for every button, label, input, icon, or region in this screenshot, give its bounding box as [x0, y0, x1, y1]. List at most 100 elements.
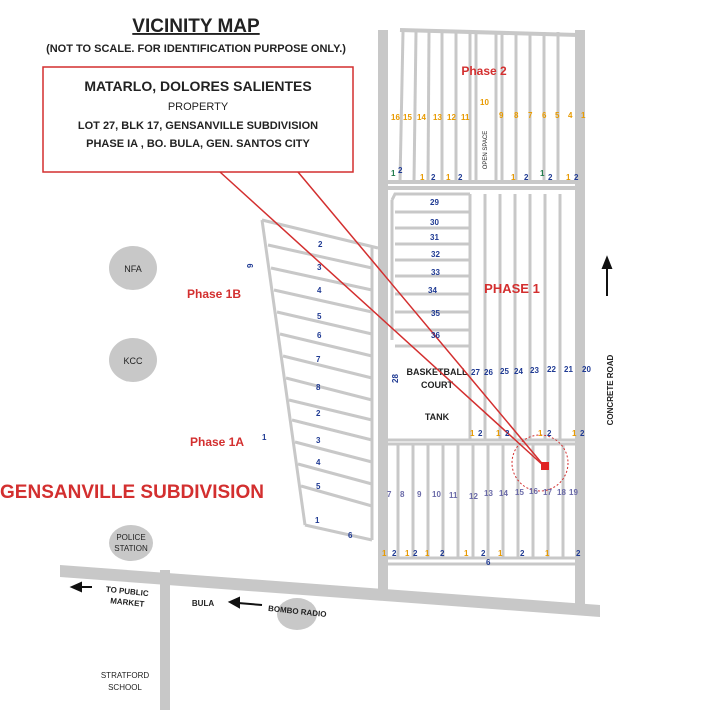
stratford-label-2: SCHOOL [108, 683, 142, 692]
concrete-road-label: CONCRETE ROAD [606, 354, 615, 425]
lot-number: 8 [316, 383, 321, 392]
lot-number: 2 [440, 549, 445, 558]
lot-number: 5 [555, 111, 560, 120]
lot-number: 22 [547, 365, 556, 374]
lot-number: 6 [486, 558, 491, 567]
lot-number: 2 [547, 429, 552, 438]
lot-number: 1 [382, 549, 387, 558]
owner-name: MATARLO, DOLORES SALIENTES [84, 78, 311, 94]
public-market-label-1: TO PUBLIC [105, 585, 149, 598]
lot-number: 6 [317, 331, 322, 340]
lot-number: 2 [520, 549, 525, 558]
police-label-1: POLICE [116, 533, 145, 542]
lot-number: 7 [316, 355, 321, 364]
lot-number: 1 [496, 429, 501, 438]
lot-number: 2 [458, 173, 463, 182]
lot-number: 1 [540, 169, 545, 178]
lot-number: 19 [569, 488, 578, 497]
lot-number: 12 [447, 113, 456, 122]
phase2-dividers [398, 31, 560, 183]
lot-number: 1 [470, 429, 475, 438]
lot-number: 3 [317, 263, 322, 272]
lot-number: 13 [484, 489, 493, 498]
map-title: VICINITY MAP [132, 16, 260, 37]
phase1a-label: Phase 1A [190, 435, 244, 449]
lot-number: 20 [582, 365, 591, 374]
lot-number: 4 [568, 111, 573, 120]
lot-number: 14 [417, 113, 426, 122]
lot-number: 16 [529, 487, 538, 496]
lot-number: 35 [431, 309, 440, 318]
lot-number: 14 [499, 489, 508, 498]
lot-number: 4 [317, 286, 322, 295]
lot-number: 15 [515, 488, 524, 497]
lot-number: 7 [387, 490, 392, 499]
lot-number: 23 [530, 366, 539, 375]
phase1b-label: Phase 1B [187, 287, 241, 301]
lot-number: 11 [449, 491, 458, 500]
lot-number: 1 [566, 173, 571, 182]
bula-label: BULA [192, 599, 214, 608]
kcc-label: KCC [123, 356, 143, 366]
lot-number: 6 [348, 531, 353, 540]
lot-number: 10 [432, 490, 441, 499]
lot-number: 36 [431, 331, 440, 340]
lot-number: 17 [543, 488, 552, 497]
lot-number: 2 [478, 429, 483, 438]
lot-number: 1 [572, 429, 577, 438]
lot-number: 16 [391, 113, 400, 122]
lot-number: 31 [430, 233, 439, 242]
property-box [42, 66, 354, 173]
lot-number: 32 [431, 250, 440, 259]
lot-number: 10 [480, 98, 489, 107]
phase1a-lots [386, 444, 580, 566]
lot-number: 9 [499, 111, 504, 120]
lot-number: 28 [391, 374, 400, 383]
main-road [60, 565, 600, 617]
lot-number: 1 [498, 549, 503, 558]
lot-number: 33 [431, 268, 440, 277]
lot-number: 1 [545, 549, 550, 558]
lot-number: 8 [514, 111, 519, 120]
lot-number: 5 [317, 312, 322, 321]
phase2-label: Phase 2 [461, 64, 507, 78]
lot-number: 5 [316, 482, 321, 491]
open-space-label: OPEN SPACE [483, 131, 489, 170]
lot-number: 2 [548, 173, 553, 182]
lot-number: 9 [246, 263, 255, 268]
phase2-lots [388, 28, 580, 190]
arrow-left-icon [69, 581, 82, 593]
lot-number: 25 [500, 367, 509, 376]
lot-number: 27 [471, 368, 480, 377]
kcc-marker [109, 338, 157, 382]
phase1-label: PHASE 1 [484, 281, 540, 296]
arrow-left-icon [237, 602, 263, 606]
tank-label: TANK [425, 412, 450, 422]
lot-number: 26 [484, 368, 493, 377]
side-road [160, 570, 170, 710]
lot-number: 13 [433, 113, 442, 122]
lot-line-1: LOT 27, BLK 17, GENSANVILLE SUBDIVISION [78, 120, 318, 132]
lot-number: 12 [469, 492, 478, 501]
police-label-2: STATION [114, 544, 148, 553]
lot-number: 9 [417, 490, 422, 499]
basketball-court-label-1: BASKETBALL [407, 367, 468, 377]
map-subtitle: (NOT TO SCALE. FOR IDENTIFICATION PURPOS… [46, 43, 346, 55]
lot-number: 1 [464, 549, 469, 558]
lot-number: 3 [316, 436, 321, 445]
nfa-label: NFA [124, 264, 142, 274]
lot-number: 2 [481, 549, 486, 558]
lot-number: 30 [430, 218, 439, 227]
phase1b-strip [260, 218, 379, 542]
lot-number: 18 [557, 488, 566, 497]
phase1-lots [386, 192, 580, 446]
lot-number: 15 [403, 113, 412, 122]
arrow-left-icon [227, 596, 240, 609]
subdivision-label: GENSANVILLE SUBDIVISION [0, 482, 264, 503]
police-station-marker [109, 525, 153, 561]
lot-number: 2 [413, 549, 418, 558]
lot-number: 2 [574, 173, 579, 182]
lot-line-2: PHASE IA , BO. BULA, GEN. SANTOS CITY [86, 138, 310, 150]
arrow-icons [69, 255, 613, 609]
